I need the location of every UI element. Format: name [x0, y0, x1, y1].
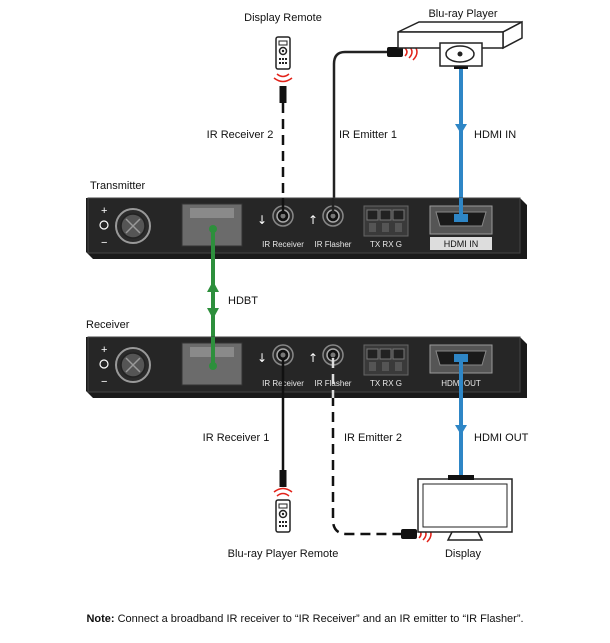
ir-emitter-2-label: IR Emitter 2	[344, 432, 402, 444]
transmitter-ir-receiver-jack: ↓	[257, 205, 294, 227]
svg-text:−: −	[101, 237, 107, 249]
ir-receiver-1-label: IR Receiver 1	[203, 432, 270, 444]
ir-emitter-2-head	[401, 529, 417, 539]
display-remote-label: Display Remote	[244, 12, 322, 24]
receiver-ir-flasher-jack: ↑	[308, 344, 344, 366]
transmitter-hdmi-port	[429, 205, 493, 250]
svg-text:−: −	[101, 376, 107, 388]
receiver-serial-terminal	[363, 344, 409, 376]
display-icon	[417, 475, 513, 541]
bluray-player-icon	[397, 20, 523, 67]
receiver-power-port: + −	[99, 344, 151, 388]
transmitter-hdbt-port	[181, 203, 243, 247]
receiver-tx-rx-g-label: TX RX G	[370, 379, 402, 388]
ir-receiver-1-head	[279, 470, 287, 487]
svg-text:↓: ↓	[257, 351, 267, 365]
note-prefix: Note:	[86, 613, 115, 625]
transmitter-tx-rx-g-label: TX RX G	[370, 240, 402, 249]
svg-text:↑: ↑	[308, 351, 318, 365]
receiver-ir-receiver-jack: ↓	[257, 344, 294, 366]
transmitter-label: Transmitter	[90, 180, 146, 192]
ir-receiver-2-head	[279, 86, 287, 103]
hdmi-in-label: HDMI IN	[474, 129, 516, 141]
transmitter-hdmi-label: HDMI IN	[444, 239, 479, 249]
bluray-remote-label: Blu-ray Player Remote	[228, 548, 339, 560]
ir-emitter-1-cable	[332, 50, 387, 212]
svg-text:↑: ↑	[308, 213, 318, 227]
note-body: Connect a broadband IR receiver to “IR R…	[117, 613, 524, 625]
transmitter-ir-receiver-label: IR Receiver	[262, 240, 304, 249]
receiver-label: Receiver	[86, 319, 130, 331]
hdbt-arrow-up	[207, 281, 219, 292]
ir-emitter-1-label: IR Emitter 1	[339, 129, 397, 141]
ir-emitter-1-head	[387, 47, 403, 57]
transmitter-ir-flasher-label: IR Flasher	[315, 240, 352, 249]
ir-receiver-2-label: IR Receiver 2	[207, 129, 274, 141]
ir-emitter-2-cable	[331, 364, 404, 536]
hdmi-in-arrow	[455, 124, 467, 134]
note-text: Note: Connect a broadband IR receiver to…	[0, 613, 610, 625]
bluray-remote-icon	[273, 487, 293, 533]
hdmi-out-arrow	[455, 425, 467, 435]
hdmi-out-label: HDMI OUT	[474, 432, 529, 444]
display-remote-icon	[273, 36, 293, 83]
display-label: Display	[445, 548, 482, 560]
svg-text:+: +	[101, 344, 107, 356]
transmitter-serial-terminal	[363, 205, 409, 237]
svg-text:+: +	[101, 205, 107, 217]
transmitter-power-port: + −	[99, 205, 151, 249]
transmitter-ir-flasher-jack: ↑	[308, 205, 344, 227]
bluray-player-label: Blu-ray Player	[428, 8, 497, 20]
hdbt-label: HDBT	[228, 295, 258, 307]
hdbt-arrow-down	[207, 308, 219, 319]
svg-text:↓: ↓	[257, 213, 267, 227]
